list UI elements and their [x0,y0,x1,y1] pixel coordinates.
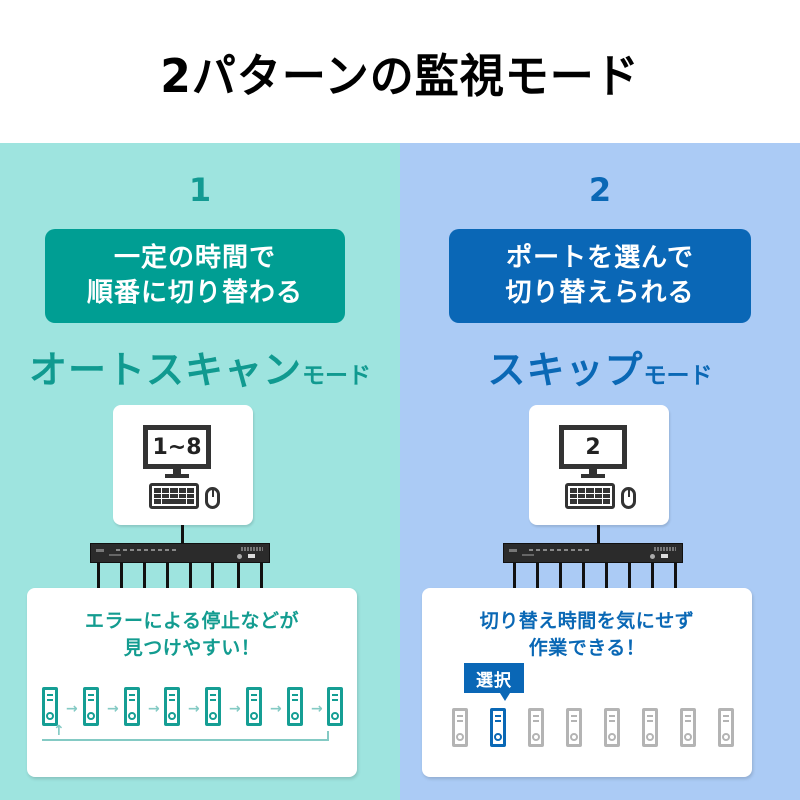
pc-cable [651,563,654,589]
pc-cable [582,563,585,589]
mode-description-badge: 一定の時間で 順番に切り替わる [45,229,345,323]
keyboard-icon [565,483,615,509]
console-cable [181,525,184,543]
pc-cable [97,563,100,589]
keyboard-icon [149,483,199,509]
server-icon [205,687,221,726]
server-icon-selected [490,708,506,747]
server-icon [83,687,99,726]
server-icon [680,708,696,747]
console-card: 2 [529,405,669,525]
badge-line-2: 切り替えられる [505,278,695,308]
monitor-label: 1~8 [152,434,202,460]
kvm-switch-image [90,543,270,563]
server-icon [452,708,468,747]
monitor-base [581,474,605,478]
mode-title-suffix: モード [643,363,713,389]
pc-cable [120,563,123,589]
kvm-switch-image [503,543,683,563]
server-icon [327,687,343,726]
server-row [452,708,752,748]
arrow-right-icon: → [107,701,119,717]
benefit-card: 切り替え時間を気にせず 作業できる！ 選択 [422,588,752,777]
badge-line-1: ポートを選んで [506,243,694,273]
pc-cable [513,563,516,589]
badge-line-2: 順番に切り替わる [86,278,303,308]
pc-cable [237,563,240,589]
server-sequence: → → → → → → → [42,687,343,727]
console-cable [597,525,600,543]
monitor-icon: 2 [559,425,627,469]
mode-title-suffix: モード [302,363,371,389]
server-icon [246,687,262,726]
server-icon [642,708,658,747]
benefit-line-2: 作業できる！ [528,637,646,659]
server-icon [718,708,734,747]
mode-title-main: スキップ [487,348,644,392]
badge-line-1: 一定の時間で [113,243,276,273]
mouse-icon [621,487,636,509]
mode-title: スキップモード [400,339,800,394]
page-title: 2パターンの監視モード [160,49,640,103]
pc-cable [605,563,608,589]
pc-cable [559,563,562,589]
pc-cable [211,563,214,589]
auto-scan-panel: 1 一定の時間で 順番に切り替わる オートスキャンモード 1~8 エラーによる停… [0,143,400,800]
arrow-right-icon: → [148,701,160,717]
monitor-label: 2 [585,434,601,460]
mode-number: 2 [588,171,612,209]
server-icon [124,687,140,726]
pc-cable [143,563,146,589]
loop-line [42,731,329,741]
benefit-card: エラーによる停止などが 見つけやすい！ → → → → → → → ↑ [27,588,357,777]
arrow-right-icon: → [66,701,78,717]
mode-title-main: オートスキャン [28,348,302,392]
arrow-right-icon: → [270,701,282,717]
skip-panel: 2 ポートを選んで 切り替えられる スキップモード 2 切り替え時間を気にせず … [400,143,800,800]
header: 2パターンの監視モード [0,0,800,143]
console-card: 1~8 [113,405,253,525]
pc-cable [674,563,677,589]
pc-cable [166,563,169,589]
arrow-right-icon: → [229,701,241,717]
server-icon [566,708,582,747]
mode-title: オートスキャンモード [0,339,400,394]
server-icon [604,708,620,747]
pc-cable [260,563,263,589]
arrow-right-icon: → [311,701,323,717]
pc-cable [628,563,631,589]
monitor-stand [173,469,181,475]
mode-number: 1 [188,171,212,209]
benefit-line-1: 切り替え時間を気にせず [479,610,695,632]
benefit-line-1: エラーによる停止などが [85,610,299,632]
server-icon [287,687,303,726]
server-icon [528,708,544,747]
benefit-text: 切り替え時間を気にせず 作業できる！ [422,608,752,662]
mode-description-badge: ポートを選んで 切り替えられる [449,229,751,323]
monitor-base [165,474,189,478]
server-icon [164,687,180,726]
benefit-text: エラーによる停止などが 見つけやすい！ [27,608,357,662]
benefit-line-2: 見つけやすい！ [123,637,261,659]
arrow-up-icon: ↑ [53,723,65,739]
pc-cable [189,563,192,589]
monitor-icon: 1~8 [143,425,211,469]
mouse-icon [205,487,220,509]
monitor-stand [589,469,597,475]
server-icon [42,687,58,726]
select-callout: 選択 [464,663,524,701]
arrow-right-icon: → [188,701,200,717]
pc-cable [536,563,539,589]
